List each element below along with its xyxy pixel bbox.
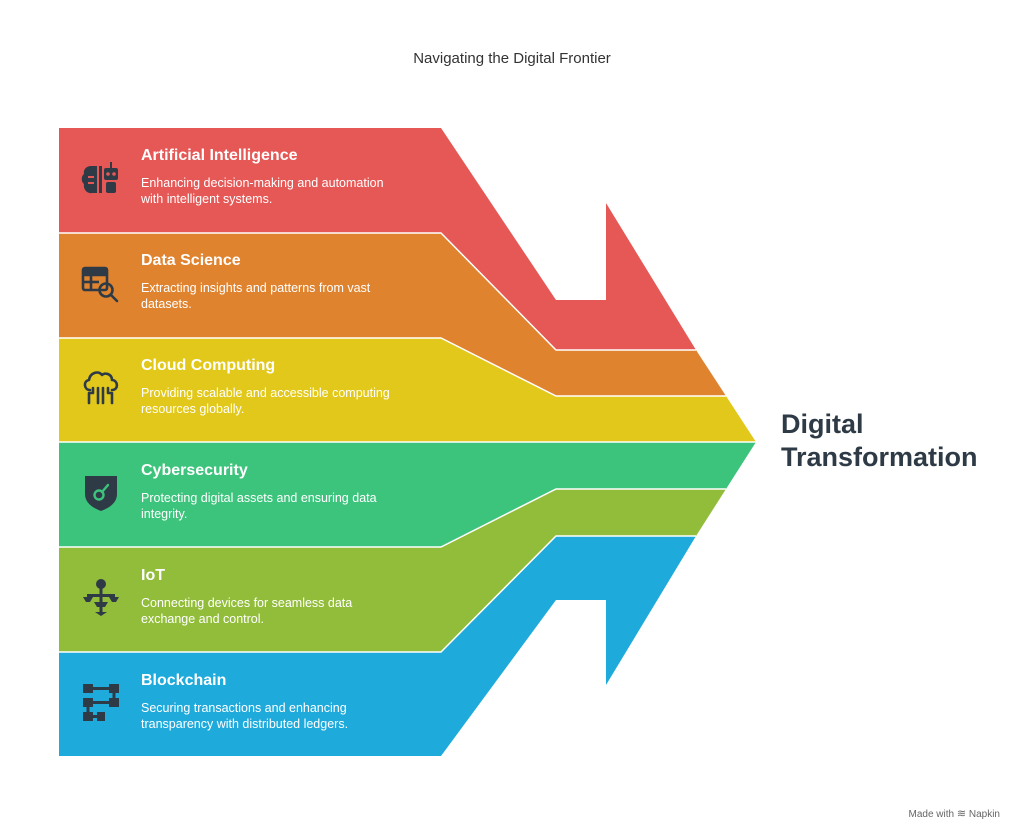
band-iot: IoT Connecting devices for seamless data… bbox=[141, 566, 441, 627]
blockchain-icon bbox=[83, 684, 119, 721]
band-title: Cloud Computing bbox=[141, 357, 276, 374]
band-title: Artificial Intelligence bbox=[141, 147, 298, 164]
band-description-line: Enhancing decision-making and automation bbox=[141, 176, 384, 190]
table-search-icon bbox=[81, 266, 119, 303]
band-shape-cloud-computing bbox=[59, 338, 756, 442]
band-artificial-intelligence: Artificial Intelligence Enhancing decisi… bbox=[141, 146, 441, 207]
band-description-line: Extracting insights and patterns from va… bbox=[141, 281, 371, 295]
band-description: Extracting insights and patterns from va… bbox=[141, 280, 441, 312]
band-title: Cybersecurity bbox=[141, 462, 248, 479]
band-description-line: Providing scalable and accessible comput… bbox=[141, 386, 390, 400]
band-title: IoT bbox=[141, 567, 165, 584]
page-title: Navigating the Digital Frontier bbox=[413, 50, 611, 67]
made-with-text: Made with bbox=[908, 809, 955, 820]
band-separators bbox=[59, 232, 756, 653]
band-description-line: Protecting digital assets and ensuring d… bbox=[141, 491, 377, 505]
band-description: Enhancing decision-making and automation… bbox=[141, 175, 441, 207]
made-with-brand: Napkin bbox=[968, 809, 1000, 820]
band-cybersecurity: Cybersecurity Protecting digital assets … bbox=[141, 461, 441, 522]
band-description-line: resources globally. bbox=[141, 402, 245, 416]
band-shape-artificial-intelligence bbox=[59, 128, 696, 350]
target-label-line: Transformation bbox=[781, 442, 978, 472]
band-shape-data-science bbox=[59, 233, 726, 396]
band-shape-cybersecurity bbox=[59, 442, 756, 547]
target-label-line: Digital bbox=[781, 409, 864, 439]
band-description-line: transparency with distributed ledgers. bbox=[141, 717, 349, 731]
band-description: Providing scalable and accessible comput… bbox=[141, 385, 441, 417]
band-description-line: Connecting devices for seamless data bbox=[141, 596, 353, 610]
band-description: Securing transactions and enhancing tran… bbox=[141, 700, 441, 732]
band-description-line: exchange and control. bbox=[141, 612, 265, 626]
band-description: Protecting digital assets and ensuring d… bbox=[141, 490, 441, 522]
band-cloud-computing: Cloud Computing Providing scalable and a… bbox=[141, 356, 441, 417]
band-description: Connecting devices for seamless data exc… bbox=[141, 595, 441, 627]
band-title: Blockchain bbox=[141, 672, 227, 689]
band-shape-blockchain bbox=[59, 536, 696, 756]
band-description-line: datasets. bbox=[141, 297, 192, 311]
target-label: Digital Transformation bbox=[781, 408, 978, 474]
band-description-line: integrity. bbox=[141, 507, 188, 521]
band-description-line: with intelligent systems. bbox=[141, 192, 273, 206]
band-shape-iot bbox=[59, 489, 726, 652]
cloud-network-icon bbox=[83, 371, 119, 405]
napkin-logo-icon: ≋ bbox=[956, 808, 967, 820]
band-description-line: Securing transactions and enhancing bbox=[141, 701, 347, 715]
iot-hub-icon bbox=[83, 579, 119, 616]
robot-brain-icon bbox=[81, 162, 118, 194]
band-data-science: Data Science Extracting insights and pat… bbox=[141, 251, 441, 312]
made-with-badge: Made with ≋ Napkin bbox=[909, 807, 1001, 820]
band-blockchain: Blockchain Securing transactions and enh… bbox=[141, 671, 441, 732]
shield-icon bbox=[85, 476, 117, 511]
band-title: Data Science bbox=[141, 252, 241, 269]
